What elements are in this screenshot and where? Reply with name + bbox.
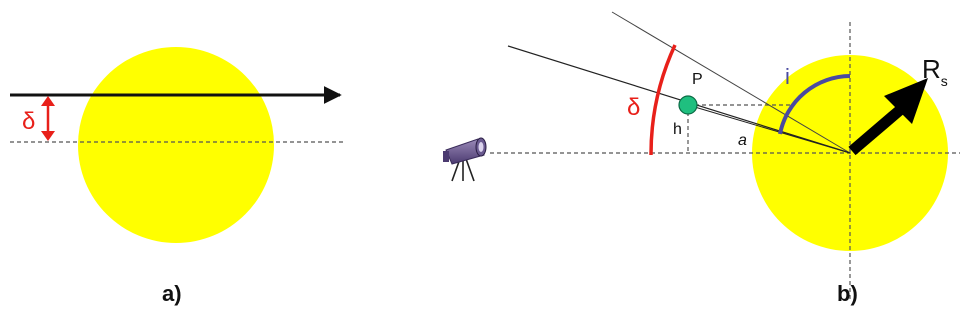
planet-p <box>678 95 698 115</box>
telescope-icon <box>443 137 487 182</box>
sun-disk-a <box>78 47 274 243</box>
orbit-a-label: a <box>738 132 747 149</box>
panel-caption-b: b) <box>837 281 858 306</box>
radius-label-main: R <box>922 54 941 84</box>
inclination-arc <box>778 74 851 135</box>
panel-caption-a: a) <box>162 281 182 306</box>
upper-sight-line <box>611 11 851 154</box>
delta-label-b: δ <box>627 94 640 121</box>
delta-double-arrow-a <box>41 96 55 141</box>
delta-arc-b <box>649 44 677 156</box>
planet-label: P <box>692 71 703 88</box>
radius-label-sub: s <box>941 73 948 89</box>
inclination-label: i <box>785 64 790 89</box>
height-label: h <box>673 121 682 138</box>
delta-label-a: δ <box>22 108 35 135</box>
orbit-radius-a-line <box>687 104 851 154</box>
panel-a: δ a) <box>10 47 345 306</box>
panel-b: δ i P h a Rs b) <box>443 11 960 306</box>
lower-sight-line <box>507 45 851 154</box>
radius-arrow <box>848 78 928 156</box>
radius-label: Rs <box>922 54 948 89</box>
